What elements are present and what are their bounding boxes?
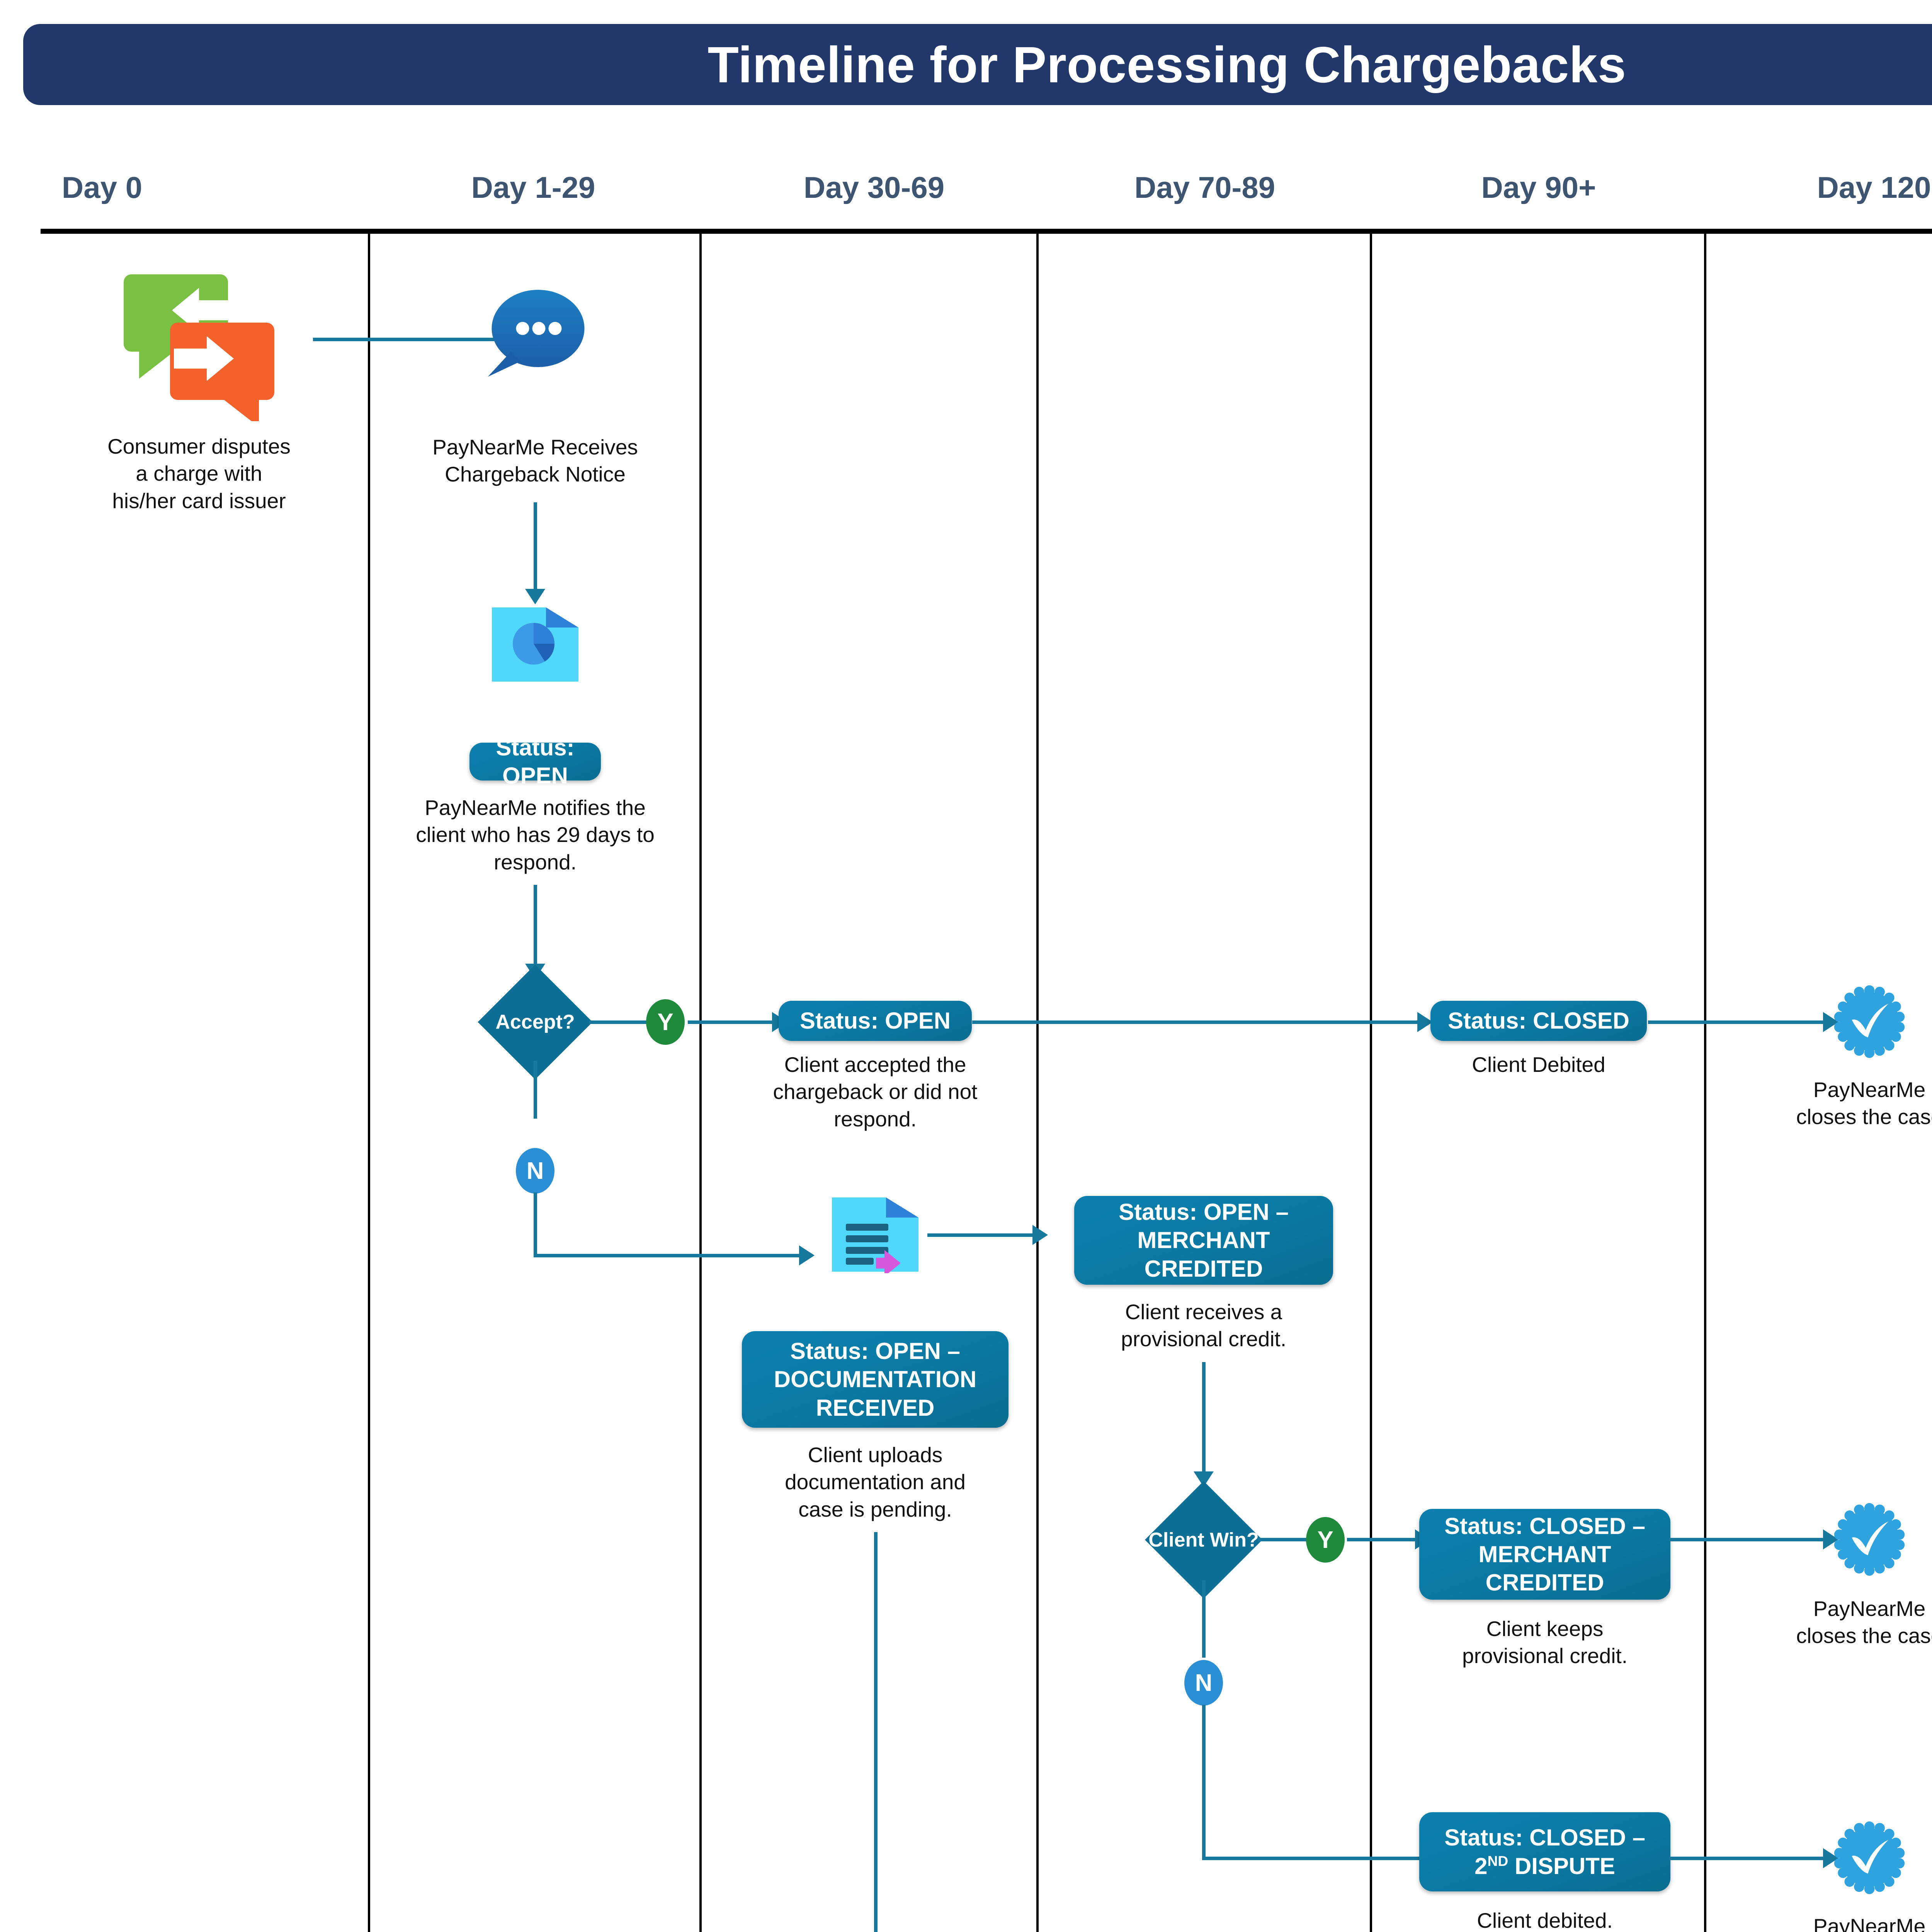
connector-win-no-down — [1202, 1705, 1206, 1859]
connector-accept-no-right — [534, 1254, 802, 1257]
column-header-day-90: Day 90+ — [1481, 170, 1596, 204]
arrow-receives-to-notifies — [525, 589, 545, 604]
second-dispute-number: 2 — [1475, 1853, 1488, 1879]
chat-bubble-ellipsis-icon — [484, 286, 587, 386]
badge-accept-yes: Y — [646, 999, 685, 1045]
status-line-2: DOCUMENTATION — [774, 1366, 977, 1393]
arrow-accept-no-to-doc — [799, 1245, 815, 1265]
status-line-3: CREDITED — [1485, 1570, 1604, 1596]
verified-check-badge-icon — [1833, 1821, 1906, 1896]
status-badge-open-documentation: Status: OPEN – DOCUMENTATION RECEIVED — [742, 1331, 1009, 1428]
connector-accept-yes — [589, 1020, 667, 1024]
status-line-2: 2ND DISPUTE — [1475, 1852, 1615, 1880]
column-header-day-1-29: Day 1-29 — [471, 170, 595, 204]
connector-win-no-stub — [1202, 1580, 1206, 1658]
badge-win-yes: Y — [1306, 1517, 1345, 1563]
column-header-day-0: Day 0 — [61, 170, 143, 204]
status-line-1: Status: OPEN – — [790, 1338, 961, 1364]
column-divider-2 — [699, 229, 702, 1932]
arrow-open-to-closed — [1417, 1012, 1433, 1032]
decision-accept: Accept? — [478, 964, 593, 1080]
column-header-day-120: Day 120 — [1817, 170, 1931, 204]
connector-notifies-to-accept — [534, 885, 537, 966]
connector-receives-to-notifies — [534, 502, 537, 591]
connector-doc-to-merchant-credited — [927, 1233, 1036, 1237]
page-title-banner: Timeline for Processing Chargebacks — [23, 24, 1932, 105]
status-badge-closed-merchant-credited: Status: CLOSED – MERCHANT CREDITED — [1419, 1509, 1670, 1600]
status-line-3: CREDITED — [1144, 1255, 1263, 1282]
connector-merchant-credited-to-win — [1202, 1362, 1206, 1474]
badge-win-no: N — [1184, 1660, 1223, 1706]
status-line-3: RECEIVED — [816, 1395, 935, 1421]
connector-win-yes — [1258, 1538, 1321, 1541]
decision-client-win-label: Client Win? — [1148, 1529, 1259, 1551]
status-line-2: MERCHANT — [1478, 1541, 1611, 1567]
closed-second-dispute-caption: Client debited. — [1477, 1908, 1613, 1932]
connector-accept-no-stub — [534, 1061, 537, 1119]
connector-open-to-closed — [972, 1020, 1420, 1024]
decision-client-win: Client Win? — [1145, 1481, 1263, 1599]
second-dispute-ordinal: ND — [1487, 1852, 1509, 1869]
connector-second-dispute-to-badge — [1669, 1857, 1826, 1860]
connector-accept-no-down — [534, 1192, 537, 1256]
connector-closed-to-badge-1 — [1648, 1020, 1826, 1024]
decision-accept-label: Accept? — [495, 1011, 575, 1033]
status-badge-closed-second-dispute: Status: CLOSED – 2ND DISPUTE — [1419, 1812, 1670, 1891]
arrow-doc-to-merchant-credited — [1032, 1225, 1048, 1245]
column-header-day-30-69: Day 30-69 — [803, 170, 945, 204]
column-divider-1 — [368, 229, 370, 1932]
column-divider-4 — [1370, 229, 1372, 1932]
second-dispute-word: DISPUTE — [1508, 1853, 1615, 1879]
status-badge-closed-accepted: Status: CLOSED — [1430, 1001, 1647, 1041]
verified-check-badge-icon — [1833, 985, 1906, 1060]
connector-closed-credited-to-badge — [1669, 1538, 1826, 1541]
status-badge-open-accepted: Status: OPEN — [779, 1001, 972, 1041]
column-divider-3 — [1036, 229, 1039, 1932]
document-upload-arrow-icon — [830, 1196, 920, 1276]
status-line-1: Status: CLOSED – — [1444, 1513, 1646, 1539]
connector-win-no-right — [1202, 1857, 1426, 1860]
badge-accept-no: N — [516, 1148, 554, 1194]
page-title: Timeline for Processing Chargebacks — [707, 36, 1626, 93]
connector-accept-yes-to-open — [688, 1020, 775, 1024]
timeline-top-rule — [41, 229, 1932, 234]
status-line-1: Status: OPEN – — [1118, 1199, 1289, 1225]
document-piechart-icon — [490, 606, 580, 685]
status-line-2: MERCHANT — [1137, 1227, 1270, 1253]
connector-win-yes-to-closed — [1347, 1538, 1417, 1541]
connector-doc-down-long — [874, 1532, 878, 1932]
column-divider-5 — [1704, 229, 1706, 1932]
status-badge-open-merchant-credited: Status: OPEN – MERCHANT CREDITED — [1074, 1196, 1333, 1285]
two-chat-bubbles-icon — [124, 267, 274, 427]
accepted-closed-caption: Client Debited — [1472, 1053, 1605, 1077]
connector-consumer-to-pnm — [313, 338, 510, 341]
verified-check-badge-icon — [1833, 1502, 1906, 1578]
column-header-day-70-89: Day 70-89 — [1134, 170, 1276, 204]
status-badge-open-notify: Status: OPEN — [469, 735, 601, 789]
status-line-1: Status: CLOSED – — [1444, 1825, 1646, 1851]
